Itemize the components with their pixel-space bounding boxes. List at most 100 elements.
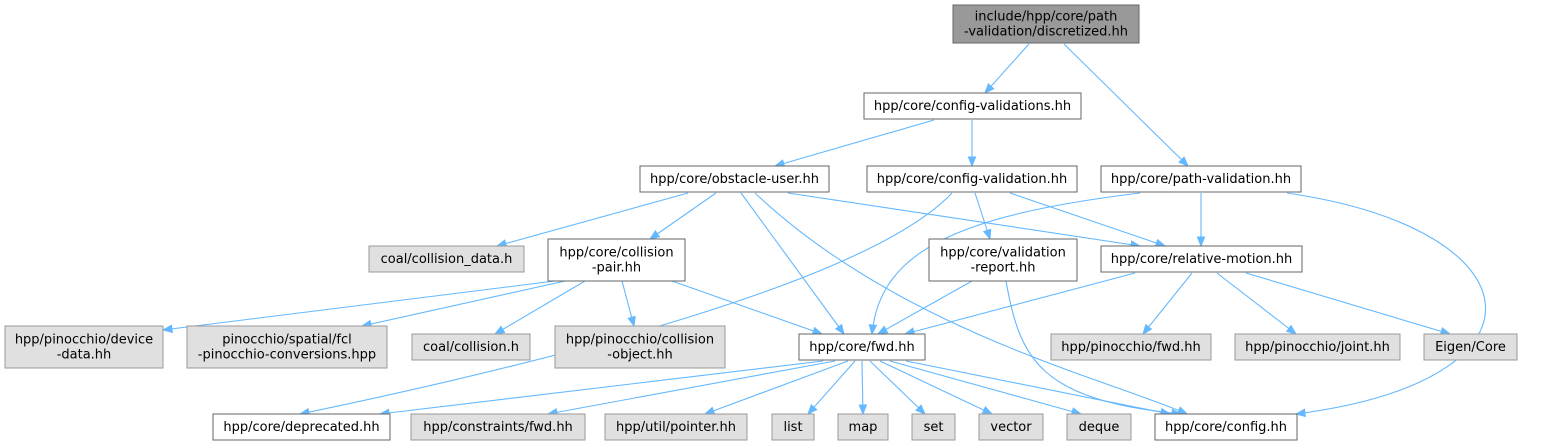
- edge-core-fwd-to-list: [807, 360, 856, 415]
- node-label: -data.hh: [57, 348, 112, 363]
- node-label: hpp/pinocchio/device: [15, 333, 153, 348]
- node-coal-collision-data: coal/collision_data.h: [368, 245, 525, 273]
- edge-path-validation-to-config: [1286, 192, 1486, 415]
- node-pinocchio-joint: hpp/pinocchio/joint.hh: [1234, 333, 1401, 361]
- edge-core-fwd-to-deque: [889, 360, 1082, 415]
- node-relative-motion[interactable]: hpp/core/relative-motion.hh: [1100, 245, 1303, 273]
- node-config[interactable]: hpp/core/config.hh: [1154, 413, 1298, 441]
- node-label: hpp/pinocchio/fwd.hh: [1061, 340, 1201, 355]
- node-box: [410, 413, 586, 441]
- node-box: [604, 413, 748, 441]
- node-label: map: [849, 420, 878, 435]
- edge-relative-motion-to-eigen-core: [1245, 272, 1451, 335]
- arrowhead-core-fwd-to-util-pointer: [703, 406, 716, 415]
- arrowhead-obstacle-user-to-core-fwd: [834, 323, 845, 336]
- node-box: [554, 325, 726, 369]
- node-constraints-fwd: hpp/constraints/fwd.hh: [410, 413, 586, 441]
- node-box: [1100, 245, 1303, 273]
- node-label: hpp/util/pointer.hh: [616, 420, 736, 435]
- node-box: [639, 165, 830, 193]
- node-label: coal/collision.h: [423, 340, 519, 355]
- node-label: pinocchio/spatial/fcl: [222, 333, 352, 348]
- node-label: vector: [990, 420, 1032, 435]
- node-map: map: [837, 413, 889, 441]
- node-box: [368, 245, 525, 273]
- arrowhead-collision-pair-to-core-fwd: [811, 326, 824, 335]
- node-deprecated[interactable]: hpp/core/deprecated.hh: [212, 413, 391, 441]
- edge-relative-motion-to-core-fwd: [904, 272, 1136, 335]
- node-label: -object.hh: [607, 348, 673, 363]
- arrowhead-core-fwd-to-list: [807, 404, 818, 416]
- edge-discretized-to-path-validation: [1063, 43, 1189, 167]
- node-fcl-pinocchio-conversions: pinocchio/spatial/fcl-pinocchio-conversi…: [186, 325, 388, 369]
- node-box: [547, 238, 686, 282]
- edge-config-validations-to-obstacle-user: [774, 119, 935, 167]
- edge-validation-report-to-core-fwd: [877, 280, 973, 335]
- node-core-fwd[interactable]: hpp/core/fwd.hh: [798, 333, 926, 361]
- edge-config-validation-to-relative-motion: [1009, 192, 1166, 247]
- edge-obstacle-user-to-coal-collision-data: [496, 192, 689, 247]
- node-collision-pair[interactable]: hpp/core/collision-pair.hh: [547, 238, 686, 282]
- node-box: [1423, 333, 1518, 361]
- node-config-validation[interactable]: hpp/core/config-validation.hh: [866, 165, 1078, 193]
- node-label: hpp/core/config-validation.hh: [877, 172, 1067, 187]
- node-label: hpp/constraints/fwd.hh: [423, 420, 573, 435]
- node-label: set: [924, 420, 944, 435]
- node-box: [952, 4, 1140, 44]
- edge-obstacle-user-to-relative-motion: [787, 192, 1141, 247]
- node-label: hpp/core/path-validation.hh: [1111, 172, 1291, 187]
- arrowhead-core-fwd-to-map: [858, 404, 868, 416]
- node-box: [911, 413, 956, 441]
- node-box: [1154, 413, 1298, 441]
- arrowhead-core-fwd-to-set: [915, 404, 926, 415]
- node-pinocchio-device-data: hpp/pinocchio/device-data.hh: [4, 325, 164, 369]
- node-deque: deque: [1066, 413, 1132, 441]
- node-box: [411, 333, 531, 361]
- node-box: [978, 413, 1044, 441]
- node-label: list: [783, 420, 802, 435]
- node-box: [798, 333, 926, 361]
- node-box: [771, 413, 815, 441]
- node-box: [186, 325, 388, 369]
- edge-obstacle-user-to-config: [754, 192, 1188, 415]
- arrowhead-validation-report-to-core-fwd: [876, 325, 889, 335]
- node-box: [1050, 333, 1212, 361]
- arrowhead-config-validation-to-relative-motion: [1154, 238, 1167, 248]
- node-box: [1066, 413, 1132, 441]
- arrowhead-config-validation-to-validation-report: [982, 228, 992, 241]
- node-config-validations[interactable]: hpp/core/config-validations.hh: [863, 92, 1082, 120]
- node-label: deque: [1079, 420, 1120, 435]
- node-util-pointer: hpp/util/pointer.hh: [604, 413, 748, 441]
- node-box: [837, 413, 889, 441]
- node-label: -report.hh: [970, 261, 1035, 276]
- node-label: hpp/core/validation: [940, 246, 1066, 261]
- node-discretized[interactable]: include/hpp/core/path-validation/discret…: [952, 4, 1140, 44]
- node-label: hpp/core/obstacle-user.hh: [650, 172, 819, 187]
- node-label: -pair.hh: [592, 261, 641, 276]
- edge-core-fwd-to-vector: [879, 360, 993, 415]
- node-eigen-core: Eigen/Core: [1423, 333, 1518, 361]
- edge-collision-pair-to-fcl-pinocchio-conversions: [361, 280, 566, 327]
- edge-core-fwd-to-deprecated: [379, 360, 824, 415]
- edge-config-validation-to-deprecated: [299, 192, 953, 415]
- arrowhead-collision-pair-to-pinocchio-device-data: [161, 324, 173, 334]
- arrowhead-path-validation-to-core-fwd: [868, 324, 878, 336]
- edge-core-fwd-to-config: [905, 360, 1171, 415]
- arrowhead-path-validation-to-relative-motion: [1196, 236, 1206, 248]
- node-validation-report[interactable]: hpp/core/validation-report.hh: [928, 238, 1078, 282]
- arrowhead-relative-motion-to-pinocchio-fwd: [1142, 323, 1153, 336]
- node-label: hpp/core/config-validations.hh: [874, 99, 1071, 114]
- node-box: [212, 413, 391, 441]
- node-label: coal/collision_data.h: [381, 252, 513, 267]
- edge-relative-motion-to-pinocchio-fwd: [1142, 272, 1193, 335]
- node-box: [4, 325, 164, 369]
- node-label: -validation/discretized.hh: [964, 25, 1128, 40]
- node-label: hpp/core/config.hh: [1165, 420, 1287, 435]
- node-obstacle-user[interactable]: hpp/core/obstacle-user.hh: [639, 165, 830, 193]
- node-path-validation[interactable]: hpp/core/path-validation.hh: [1100, 165, 1302, 193]
- node-label: hpp/pinocchio/joint.hh: [1245, 340, 1390, 355]
- node-label: hpp/core/fwd.hh: [809, 340, 915, 355]
- arrowhead-collision-pair-to-coal-collision: [493, 325, 506, 335]
- node-vector: vector: [978, 413, 1044, 441]
